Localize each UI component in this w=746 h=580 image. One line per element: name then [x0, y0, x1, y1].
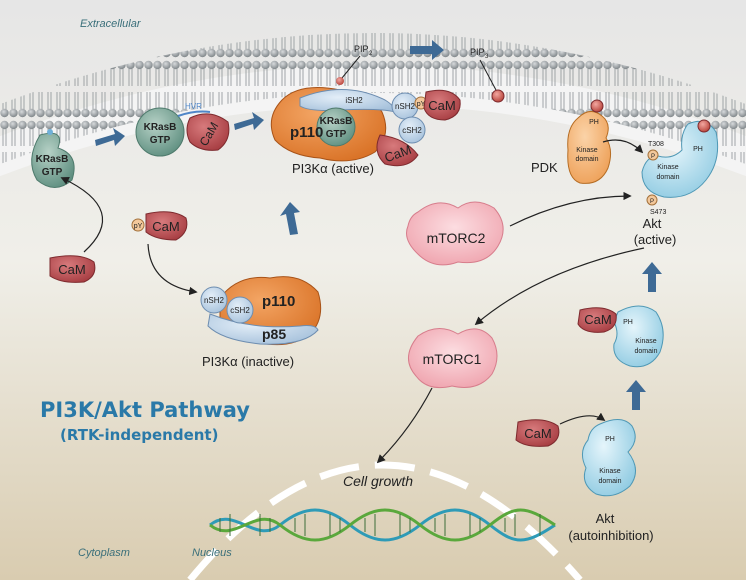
akt-kinase-label: Kinase: [599, 468, 621, 475]
ish2-label: iSH2: [345, 96, 363, 105]
dna-icon: [209, 508, 556, 542]
py-cam: pY CaM: [131, 211, 188, 241]
kras-label-bottom: GTP: [42, 167, 63, 178]
nsh2-label: nSH2: [395, 102, 416, 111]
phospho-s473: P: [650, 199, 654, 205]
pip2-label: PIP: [354, 44, 369, 54]
p110-label: p110: [290, 124, 323, 141]
nucleus-label: Nucleus: [192, 547, 232, 559]
cam-label: CaM: [58, 262, 85, 277]
cam-free-bottom: CaM: [515, 419, 560, 447]
transition-arrow: [280, 202, 300, 235]
extracellular-label: Extracellular: [80, 18, 142, 30]
kras-label-bottom: GTP: [150, 135, 171, 146]
pi3k-inactive-complex: nSH2 cSH2 p110 p85 PI3Kα (inactive): [200, 276, 322, 369]
pip3-subscript: 3: [485, 54, 489, 60]
kras-label-top: KRasB: [144, 122, 177, 133]
p110-label: p110: [262, 293, 295, 310]
kras-label-bottom: GTP: [326, 129, 347, 140]
pdk-ph-label: PH: [589, 119, 599, 126]
pi3k-inactive-label: PI3Kα (inactive): [202, 354, 294, 369]
akt-ph-label: PH: [605, 436, 615, 443]
phospho-t308: P: [651, 154, 655, 160]
akt-auto-state: (autoinhibition): [568, 528, 653, 543]
cam-label: CaM: [428, 98, 455, 113]
akt-active-label: Akt: [643, 216, 662, 231]
cam-label: CaM: [152, 219, 179, 234]
akt-kinase-label: Kinase: [635, 338, 657, 345]
pip2-lipid: PIP 2: [336, 44, 373, 85]
pdk-kinase-label: Kinase: [576, 147, 598, 154]
binding-arrow: [60, 177, 103, 253]
nsh2-label: nSH2: [204, 296, 225, 305]
s473-label: S473: [650, 209, 666, 216]
transition-arrow: [95, 128, 125, 146]
pip3-label: PIP: [470, 47, 485, 57]
phosphorylation-arrow: [602, 139, 644, 154]
kras-label-top: KRasB: [36, 154, 69, 165]
transition-arrow: [410, 40, 444, 60]
kras-membrane-left: KRasB GTP: [31, 129, 75, 188]
activation-arrow: [474, 247, 645, 326]
transition-arrow: [642, 262, 662, 292]
binding-arrow: [147, 243, 198, 296]
cam-label: CaM: [584, 312, 611, 327]
akt-domain-label: domain: [657, 174, 680, 181]
transition-arrow: [234, 112, 264, 130]
pdk-enzyme: PH Kinase domain PDK: [531, 99, 612, 184]
akt-auto-label: Akt: [596, 511, 615, 526]
akt-active: PH Kinase domain P T308 P S473 Akt (acti…: [634, 119, 719, 247]
akt-cam-complex: CaM PH Kinase domain: [577, 305, 664, 368]
pip2-subscript: 2: [369, 51, 373, 57]
plasma-membrane: [0, 33, 746, 177]
cell-growth-label: Cell growth: [343, 473, 413, 489]
csh2-label: cSH2: [230, 306, 250, 315]
py-label: pY: [134, 223, 143, 230]
kras-label-top: KRasB: [320, 116, 353, 127]
hvr-label: HVR: [185, 102, 202, 111]
activation-arrow: [376, 387, 433, 464]
t308-label: T308: [648, 141, 664, 148]
cytoplasm-label: Cytoplasm: [78, 547, 130, 559]
cam-label: CaM: [524, 426, 551, 441]
pdk-domain-label: domain: [576, 156, 599, 163]
cam-free: CaM: [49, 255, 96, 283]
pdk-label: PDK: [531, 160, 558, 175]
pi3k-active-complex: iSH2 KRasB GTP p110 nSH2 cSH2 pY CaM CaM…: [270, 87, 461, 176]
mtorc2-label: mTORC2: [427, 230, 486, 246]
transition-arrow: [626, 380, 646, 410]
akt-ph-label: PH: [623, 319, 633, 326]
pathway-title: PI3K/Akt Pathway: [40, 398, 250, 422]
p85-label: p85: [262, 326, 286, 342]
akt-ph-label: PH: [693, 146, 703, 153]
akt-active-state: (active): [634, 232, 677, 247]
mtorc2-complex: mTORC2: [406, 201, 504, 266]
mtorc1-label: mTORC1: [423, 351, 482, 367]
csh2-label: cSH2: [402, 126, 422, 135]
mtorc1-complex: mTORC1: [408, 328, 498, 389]
py-label: pY: [417, 101, 426, 108]
pi3k-active-label: PI3Kα (active): [292, 161, 374, 176]
akt-domain-label: domain: [635, 348, 658, 355]
binding-arrow: [559, 412, 606, 425]
akt-kinase-label: Kinase: [657, 164, 679, 171]
akt-domain-label: domain: [599, 478, 622, 485]
pip3-lipid: PIP 3: [470, 47, 505, 103]
kras-cam-complex: KRasB GTP HVR CaM: [135, 102, 230, 157]
pathway-subtitle: (RTK-independent): [60, 426, 218, 444]
akt-autoinhibited: PH Kinase domain Akt (autoinhibition): [568, 419, 654, 543]
activation-arrow: [509, 191, 632, 227]
